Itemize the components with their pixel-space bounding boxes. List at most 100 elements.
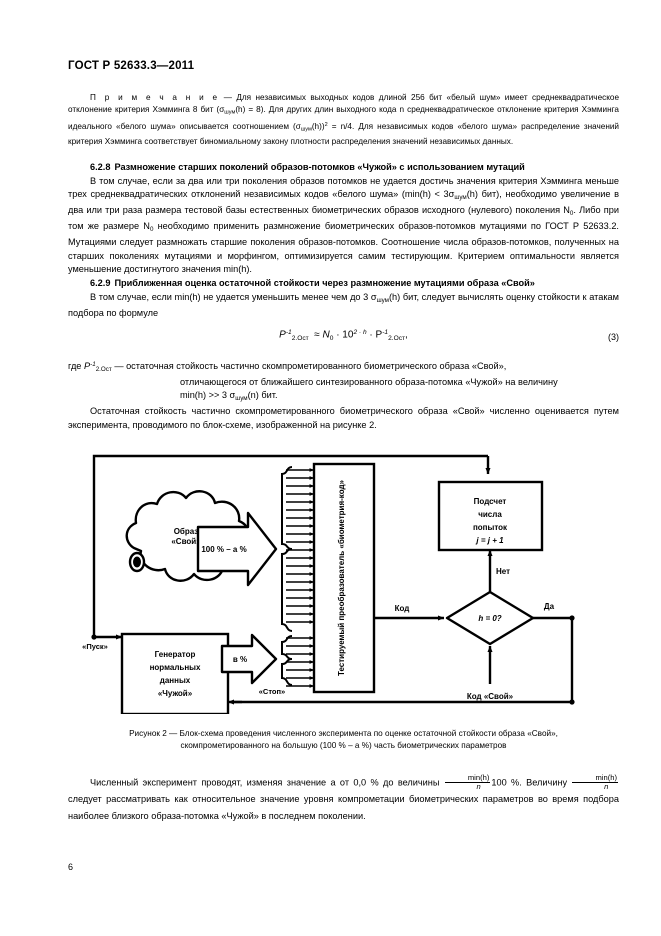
where-block: где P-12.Ост — остаточная стойкость част… — [68, 358, 619, 406]
formula-exponent: 2 · h — [353, 328, 367, 336]
code-label: Код — [395, 604, 410, 613]
formula-3-row: P-12.Ост ≈ N0 · 102 · h · P-12.Ост, (3) — [68, 329, 619, 349]
clause-629-title: Приближенная оценка остаточной стойкости… — [114, 278, 535, 289]
where-dash: — — [114, 360, 124, 371]
clause-629-body-2: (h) бит, следует вычислять оценку стойко… — [68, 292, 619, 319]
counter-box: Подсчет числа попыток j = j + 1 — [437, 480, 544, 552]
converter-box: Тестируемый преобразователь «биометрия-к… — [312, 462, 376, 694]
formula-mult-1: · 10 — [333, 329, 354, 341]
formula-comma: , — [405, 329, 408, 341]
formula-rhs: N — [322, 329, 330, 341]
code-edge: Код — [374, 604, 445, 621]
clause-628-title: Размножение старших поколений образов-по… — [114, 161, 525, 172]
converter-label: Тестируемый преобразователь «биометрия-к… — [337, 479, 346, 676]
counter-line-1: Подсчет — [474, 497, 507, 506]
own-code-edge: Код «Свой» — [467, 645, 514, 701]
arrow-bottom-label: в % — [233, 655, 247, 664]
fraction-min-h-over-n-2: min(h)n — [572, 773, 618, 791]
clause-628-sub-2: 0 — [569, 209, 574, 217]
generator-line-3: данных — [160, 676, 191, 685]
decision-diamond: h = 0? — [445, 590, 535, 646]
clause-629-body-1: В том случае, если min(h) не удается уме… — [90, 292, 377, 303]
note-label: П р и м е ч а н и е — [90, 93, 220, 102]
clause-628-sub-1: шум — [454, 193, 467, 201]
fraction-denominator-2: n — [604, 781, 609, 791]
counter-line-3: попыток — [473, 523, 508, 532]
note-text-4: = n/4. Для независимых кодов «белого шум… — [68, 122, 619, 147]
cloud-label-line-2: «Свой» — [171, 537, 201, 546]
formula-lhs-base: P — [279, 329, 286, 341]
input-bundle-lower — [281, 634, 315, 688]
formula-mult-2: · P — [366, 329, 383, 341]
generator-line-2: нормальных — [150, 663, 201, 672]
final-text-part-3: следует рассматривать как относительное … — [68, 794, 619, 822]
clause-628-body-3: . Либо при том же размере N — [68, 205, 619, 232]
fraction-denominator-1: n — [476, 781, 481, 791]
formula-rhs-sub: 0 — [329, 334, 334, 342]
note-paragraph: П р и м е ч а н и е — Для независимых вы… — [68, 92, 619, 149]
cloud-label-line-1: Образ — [174, 527, 199, 536]
formula-lhs-sup: -1 — [285, 328, 292, 336]
where-lead: где — [68, 360, 82, 371]
where-symbol-base: P — [83, 360, 91, 371]
arrow-block-bottom: в % — [220, 633, 278, 685]
decision-label: h = 0? — [478, 614, 501, 623]
figure-caption-line-2: скомпрометированного на большую (100 % –… — [180, 740, 507, 750]
note-dash: — — [223, 93, 232, 102]
formula-rhs2-sub: 2.Ост — [388, 334, 406, 342]
clause-628-sub-3: 0 — [149, 225, 154, 233]
clause-628-body: В том случае, если за два или три поколе… — [68, 175, 619, 276]
formula-3-number: (3) — [608, 331, 619, 342]
where-continuation-2: min(h) >> 3 σшум(n) бит. — [68, 389, 619, 405]
where-continuation-1: отличающегося от ближайшего синтезирован… — [180, 376, 558, 387]
counter-line-4: j = j + 1 — [475, 536, 504, 545]
block-diagram-svg: Образ «Свой» 100 % – a % Генератор норма… — [82, 454, 575, 714]
note-text-2: (h) = 8). Для других длин выходного кода… — [68, 105, 619, 132]
clause-629-number: 6.2.9 — [90, 278, 111, 289]
arrow-top-label: 100 % – a % — [201, 545, 246, 554]
where-cont-2-sub: шум — [235, 394, 248, 402]
yes-branch-stop: Да «Стоп» — [227, 602, 575, 705]
formula-operator: ≈ — [314, 329, 320, 341]
where-definition: остаточная стойкость частично скомпромет… — [126, 360, 507, 371]
final-text-part-1: Численный эксперимент проводят, изменяя … — [90, 777, 440, 788]
generator-line-4: «Чужой» — [158, 689, 193, 698]
formula-3: P-12.Ост ≈ N0 · 102 · h · P-12.Ост, — [68, 329, 619, 342]
note-text-1: Для независимых выходных кодов длиной 25… — [68, 93, 620, 115]
fraction-numerator-2: min(h) — [572, 773, 618, 783]
formula-lhs-sub: 2.Ост — [291, 334, 309, 342]
clause-628-number: 6.2.8 — [90, 161, 111, 172]
fraction-min-h-over-n-1: min(h)n — [444, 773, 491, 791]
figure-2: Образ «Свой» 100 % – a % Генератор норма… — [62, 446, 613, 714]
figure-caption-line-1: Рисунок 2 — Блок-схема проведения числен… — [129, 728, 558, 738]
where-symbol-sub: 2.Ост — [95, 365, 112, 373]
formula-rhs2-sup: -1 — [382, 328, 389, 336]
note-text-3: (h)) — [311, 122, 325, 132]
where-symbol-sup: -1 — [90, 360, 96, 368]
clause-628-body-4: необходимо применить размножение биометр… — [68, 221, 619, 274]
final-text-part-2: 100 %. Величину — [491, 777, 568, 788]
clause-629-body: В том случае, если min(h) не удается уме… — [68, 291, 619, 320]
counter-line-2: числа — [478, 510, 502, 519]
input-bundle-upper — [281, 465, 315, 632]
final-paragraph: Численный эксперимент проводят, изменяя … — [68, 773, 619, 826]
generator-line-1: Генератор — [155, 650, 196, 659]
yes-label: Да — [544, 602, 555, 611]
clause-628-body-2: (h) бит), необходимо увеличение в два ил… — [68, 189, 619, 216]
own-code-label: Код «Свой» — [467, 692, 514, 701]
no-label: Нет — [496, 567, 510, 576]
no-branch: Нет — [487, 549, 510, 592]
clause-628-body-1: В том случае, если за два или три поколе… — [68, 175, 619, 200]
paragraph-after-formula: Остаточная стойкость частично скомпромет… — [68, 406, 619, 430]
stop-label: «Стоп» — [259, 687, 285, 696]
where-cont-2-pre: min(h) >> 3 σ — [180, 390, 236, 401]
note-sup-3: 2 — [324, 122, 328, 129]
generator-box: Генератор нормальных данных «Чужой» — [120, 632, 230, 714]
arrow-block-top: 100 % – a % — [196, 511, 278, 587]
standard-header: ГОСТ Р 52633.3—2011 — [68, 60, 195, 72]
where-cont-2-post: (n) бит. — [247, 390, 278, 401]
clause-629-sub-1: шум — [376, 297, 389, 305]
note-sub-1: шум — [224, 109, 236, 116]
